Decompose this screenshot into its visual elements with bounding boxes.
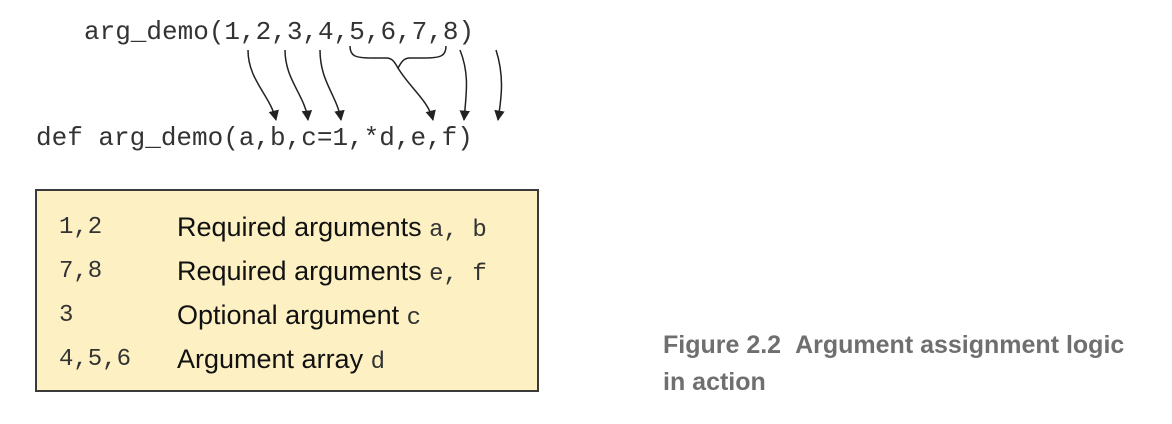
legend-params: a, b [429, 217, 487, 244]
legend-params: d [370, 349, 385, 376]
legend-key: 7,8 [59, 258, 103, 285]
brace-4-5-6 [349, 45, 447, 70]
function-call-expression: arg_demo(1,2,3,4,5,6,7,8) [84, 17, 475, 47]
legend-desc-text: Required arguments [177, 256, 422, 286]
legend-row: 7,8 Required arguments e, f [37, 249, 537, 293]
arrow-3-to-c [319, 49, 345, 122]
arrow-7-to-e [459, 49, 470, 122]
figure-number: Figure 2.2 [663, 331, 782, 359]
argument-legend-box: 1,2 Required arguments a, b 7,8 Required… [35, 189, 539, 392]
legend-key: 3 [59, 302, 74, 329]
legend-description: Optional argument c [177, 298, 421, 336]
figure-caption-text: Argument assignment logic in action [663, 331, 1125, 396]
legend-key: 4,5,6 [59, 346, 132, 373]
legend-params: e, f [429, 261, 487, 288]
legend-row: 4,5,6 Argument array d [37, 337, 537, 381]
legend-params: c [406, 305, 422, 332]
arrow-8-to-f [494, 49, 505, 122]
legend-row: 3 Optional argument c [37, 293, 537, 337]
legend-description: Argument array d [177, 342, 385, 380]
arrow-2-to-b [284, 49, 313, 122]
legend-description: Required arguments e, f [177, 254, 487, 292]
legend-key: 1,2 [59, 214, 103, 241]
legend-description: Required arguments a, b [177, 210, 487, 248]
legend-desc-text: Argument array [177, 344, 364, 374]
arrow-1-to-a [247, 49, 279, 122]
function-definition: def arg_demo(a,b,c=1,*d,e,f) [36, 123, 473, 153]
legend-row: 1,2 Required arguments a, b [37, 205, 537, 249]
legend-desc-text: Required arguments [177, 212, 422, 242]
arrow-456-to-d [397, 67, 436, 122]
legend-desc-text: Optional argument [177, 300, 400, 330]
